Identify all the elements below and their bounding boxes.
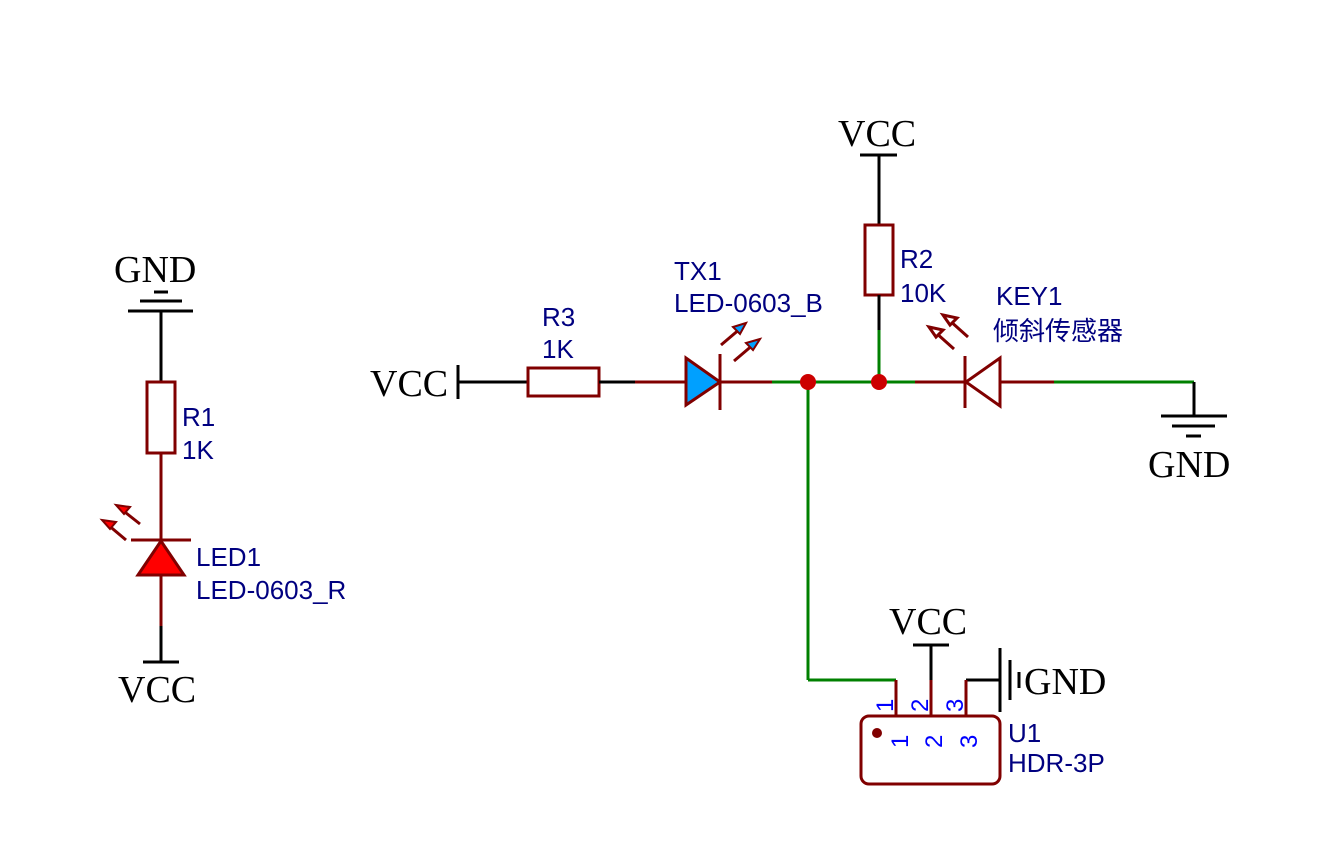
gnd-right-port[interactable]: GND <box>1148 382 1230 486</box>
u1-inner-pin-2: 2 <box>921 735 948 748</box>
u1-header[interactable]: 1 2 3 1 2 3 U1 HDR-3P <box>859 680 1105 786</box>
vcc-left-bottom-port[interactable]: VCC <box>118 660 196 711</box>
junction-dot <box>871 374 887 390</box>
gnd-u1-port[interactable]: GND <box>966 648 1106 712</box>
gnd-u1-label: GND <box>1024 661 1106 703</box>
r1-designator: R1 <box>182 402 215 432</box>
tx1-designator: TX1 <box>674 256 722 286</box>
pin1-marker-dot <box>872 728 882 738</box>
gnd-left-port[interactable]: GND <box>114 249 196 313</box>
u1-inner-pin-1: 1 <box>887 735 914 748</box>
r1-value: 1K <box>182 435 214 465</box>
led1-value: LED-0603_R <box>196 575 346 605</box>
key1-value: 倾斜传感器 <box>993 316 1123 346</box>
header-body <box>859 714 1002 786</box>
resistor-icon <box>863 223 895 297</box>
u1-outer-pin-3: 3 <box>942 699 969 712</box>
tilt-sensor-icon <box>963 355 1002 409</box>
led-blue-icon <box>684 355 723 408</box>
vcc-top-port[interactable]: VCC <box>838 113 916 157</box>
u1-designator: U1 <box>1008 718 1041 748</box>
light-emission-arrows-icon <box>720 321 763 363</box>
light-arrows-icon <box>925 312 970 351</box>
vcc-u1-label: VCC <box>889 601 967 643</box>
u1-value: HDR-3P <box>1008 748 1105 778</box>
vcc-r3-label: VCC <box>370 363 448 405</box>
led1-led[interactable]: LED1 LED-0603_R <box>99 503 346 605</box>
r1-resistor[interactable]: R1 1K <box>145 380 215 465</box>
vcc-u1-port[interactable]: VCC <box>889 601 967 680</box>
u1-outer-pin-2: 2 <box>907 699 934 712</box>
tx1-led[interactable]: TX1 LED-0603_B <box>674 256 823 410</box>
r2-resistor[interactable]: R2 10K <box>863 223 947 308</box>
r2-designator: R2 <box>900 244 933 274</box>
gnd-right-label: GND <box>1148 444 1230 486</box>
u1-outer-pin-1: 1 <box>872 699 899 712</box>
junction-dot <box>800 374 816 390</box>
r2-value: 10K <box>900 278 947 308</box>
light-emission-arrows-icon <box>99 503 141 542</box>
led-red-icon <box>135 538 187 577</box>
key1-designator: KEY1 <box>996 281 1063 311</box>
vcc-r3-port[interactable]: VCC <box>370 363 460 405</box>
resistor-icon <box>145 380 177 455</box>
tx1-value: LED-0603_B <box>674 288 823 318</box>
led1-designator: LED1 <box>196 542 261 572</box>
vcc-top-label: VCC <box>838 113 916 155</box>
key1-tilt-sensor[interactable]: KEY1 倾斜传感器 <box>925 281 1123 409</box>
resistor-icon <box>526 366 601 398</box>
u1-inner-pin-3: 3 <box>956 735 983 748</box>
r3-designator: R3 <box>542 302 575 332</box>
vcc-left-bottom-label: VCC <box>118 669 196 711</box>
r3-resistor[interactable]: R3 1K <box>526 302 601 398</box>
gnd-left-label: GND <box>114 249 196 291</box>
r3-value: 1K <box>542 334 574 364</box>
